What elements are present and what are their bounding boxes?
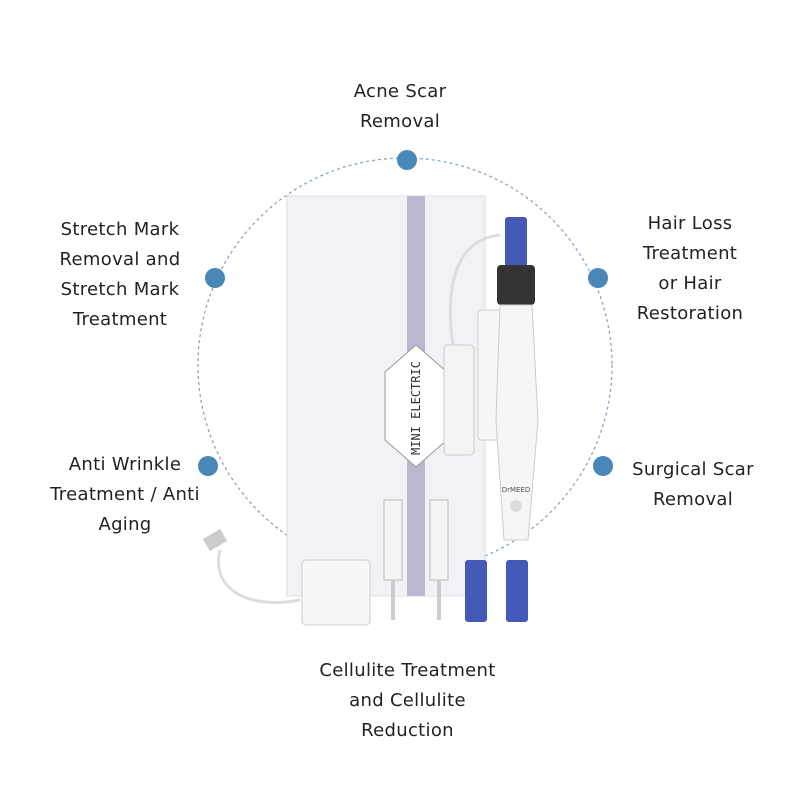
label-line: Cellulite Treatment — [319, 660, 496, 681]
label-line: Stretch Mark — [60, 279, 180, 300]
label-line: or Hair — [658, 273, 722, 294]
label-line: Treatment / Anti — [50, 484, 200, 505]
label-line: Reduction — [361, 720, 454, 741]
dot-upper-right — [588, 268, 608, 288]
needle-cartridges — [465, 560, 528, 622]
label-line: Treatment — [642, 243, 738, 264]
label-surgical-scar: Surgical Scar Removal — [618, 455, 768, 515]
dot-top — [397, 150, 417, 170]
label-line: and Cellulite — [349, 690, 466, 711]
label-line: Hair Loss — [647, 213, 733, 234]
label-line: Removal — [652, 489, 734, 510]
label-line: Treatment — [72, 309, 168, 330]
microneedle-pen: DrMEED — [443, 217, 539, 541]
label-cellulite: Cellulite Treatment and Cellulite Reduct… — [300, 656, 515, 746]
label-stretch-mark: Stretch Mark Removal and Stretch Mark Tr… — [40, 215, 200, 335]
label-line: Removal — [359, 111, 441, 132]
product-box: MINI ELECTRIC — [286, 195, 486, 597]
label-hair-loss: Hair Loss Treatment or Hair Restoration — [610, 209, 770, 329]
label-line: Stretch Mark — [60, 219, 180, 240]
dot-lower-left — [198, 456, 218, 476]
syringes — [383, 499, 449, 620]
pen-brand: DrMEED — [502, 486, 531, 494]
dot-upper-left — [205, 268, 225, 288]
label-line: Aging — [98, 514, 152, 535]
label-line: Surgical Scar — [632, 459, 754, 480]
label-anti-wrinkle: Anti Wrinkle Treatment / Anti Aging — [30, 450, 220, 540]
label-line: Acne Scar — [353, 81, 447, 102]
dot-lower-right — [593, 456, 613, 476]
label-line: Removal and — [59, 249, 181, 270]
label-line: Anti Wrinkle — [68, 454, 182, 475]
power-adapter — [202, 528, 371, 626]
box-logo: MINI ELECTRIC — [409, 361, 423, 455]
label-acne-scar: Acne Scar Removal — [330, 77, 470, 137]
label-line: Restoration — [636, 303, 744, 324]
